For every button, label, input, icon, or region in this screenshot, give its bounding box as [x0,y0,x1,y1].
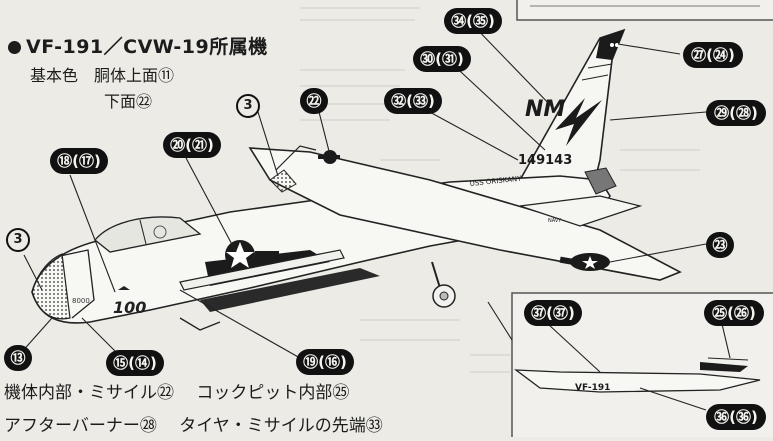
callout-ring-3-left: 3 [6,228,30,252]
callout-18: ⑱(⑰) [50,148,108,174]
callout-20: ⑳(㉑) [163,132,221,158]
nose-radome [31,253,71,320]
callout-13: ⑬ [4,345,32,371]
nose-small-text: 8000 [72,297,90,305]
callout-34: ㉞(㉟) [444,8,502,34]
inset-label-text: VF-191 [575,383,610,393]
footer-line-2: アフターバーナー㉘ タイヤ・ミサイルの先端㉝ [4,416,383,436]
tail-code-text: NM [525,97,565,122]
footer-line-1: 機体内部・ミサイル㉒ コックピット内部㉕ [4,383,350,403]
bullet-icon [8,41,21,54]
bureau-number-text: 149143 [518,153,572,168]
callout-23: ㉓ [706,232,734,258]
callout-37: ㊲(㊲) [524,300,582,326]
callout-29: ㉙(㉘) [706,100,766,126]
callout-25: ㉕(㉖) [704,300,764,326]
inset-wing [513,369,761,393]
tail-lightning [555,98,602,146]
callout-36: ㊱(㊱) [706,404,766,430]
callout-32: ㉜(㉝) [384,88,442,114]
callout-ring-3-top: 3 [236,94,260,118]
lower-color-line: 下面㉒ [104,92,153,111]
inset-box-top [516,0,773,21]
page-title: VF-191／CVW-19所属機 [8,32,268,59]
callout-30: ㉚(㉛) [413,46,471,72]
callout-15: ⑮(⑭) [106,350,164,376]
canopy [94,216,202,253]
base-color-line: 基本色 胴体上面⑪ [30,66,175,85]
main-wing [248,147,682,281]
page-title-text: VF-191／CVW-19所属機 [26,36,268,58]
callout-19: ⑲(⑯) [296,349,354,375]
callout-27: ㉗(㉔) [683,42,743,68]
svg-text:NAVY: NAVY [548,218,562,224]
nose-number-text: 100 [113,298,146,317]
callout-22: ㉒ [300,88,328,114]
